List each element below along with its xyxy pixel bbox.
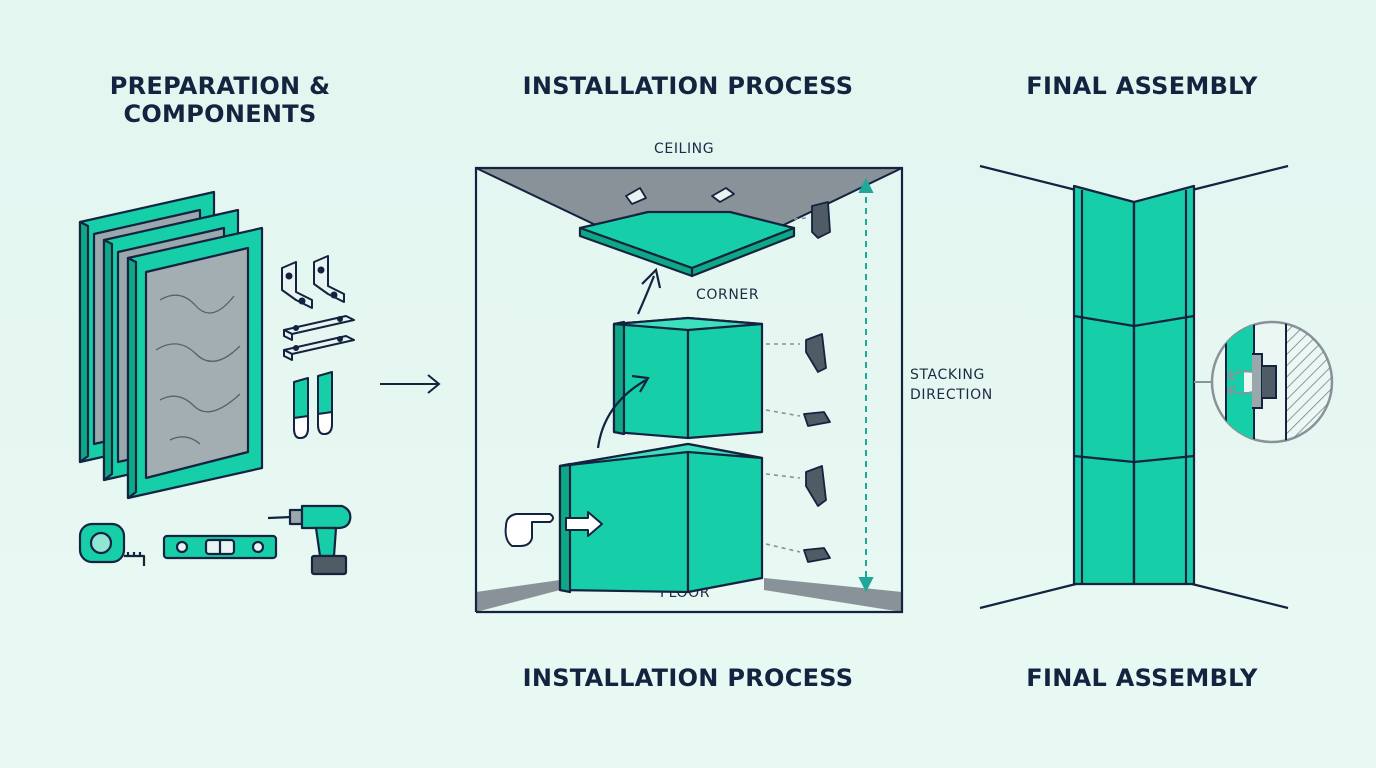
final-title-bottom: FINAL ASSEMBLY [1026, 664, 1258, 692]
stacking-direction-arrow [858, 177, 874, 593]
final-room-lines [979, 164, 1289, 610]
stacking-label-line2: DIRECTION [910, 387, 993, 403]
assembled-panel-column [1072, 184, 1196, 586]
clip-icon [293, 371, 333, 439]
guide-lines [765, 217, 807, 553]
final-title-top: FINAL ASSEMBLY [1026, 72, 1258, 100]
preparation-title: PREPARATION & COMPONENTS [100, 72, 340, 128]
joint-detail-magnifier-icon [1194, 320, 1334, 444]
insert-arrow-icon [596, 374, 650, 449]
power-drill-icon [267, 504, 352, 576]
tape-measure-icon [78, 522, 146, 566]
ceiling-bracket-icon [625, 187, 735, 205]
pointing-hand-icon [504, 511, 603, 547]
middle-wall-panel [612, 316, 764, 440]
installation-title-bottom: INSTALLATION PROCESS [522, 664, 854, 692]
mounting-plate-icon [283, 315, 355, 361]
preparation-title-line1: PREPARATION & [109, 72, 331, 100]
lift-arrow-icon [636, 267, 662, 315]
corner-label: CORNER [696, 287, 760, 303]
flow-arrow-icon [380, 374, 441, 394]
preparation-title-line2: COMPONENTS [123, 100, 317, 128]
stacking-direction-label: STACKING DIRECTION [910, 365, 993, 405]
installation-title-top: INSTALLATION PROCESS [522, 72, 854, 100]
stacked-glass-frame-icon [78, 190, 264, 500]
spirit-level-icon [162, 534, 278, 560]
stacking-label-line1: STACKING [910, 367, 985, 383]
wall-bracket-icons [803, 201, 831, 563]
ceiling-label: CEILING [654, 141, 715, 157]
ceiling-panel [578, 210, 796, 278]
l-bracket-icon [281, 255, 345, 309]
